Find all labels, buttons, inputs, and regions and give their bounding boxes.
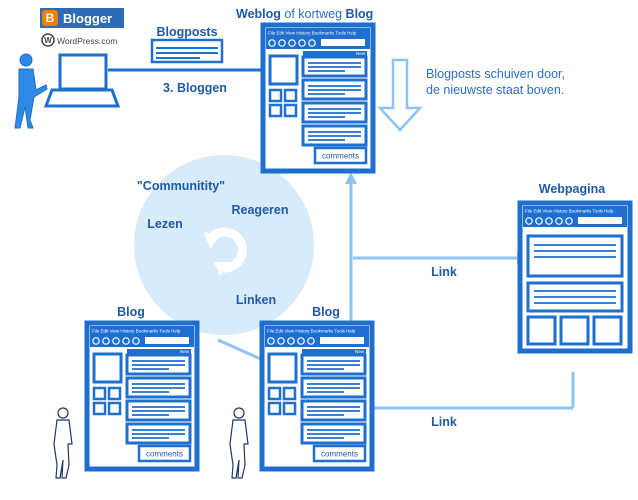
sidebar-thumb <box>107 401 122 416</box>
blog-window-left: File Edit View History Bookmarks Tools H… <box>84 320 200 472</box>
address-bar <box>320 337 364 344</box>
menu-text: File Edit View History Bookmarks Tools H… <box>92 329 181 334</box>
reageren-label: Reageren <box>232 203 289 217</box>
content-tile <box>592 315 623 346</box>
blogposts-label <box>150 38 224 64</box>
webpagina-label: Webpagina <box>539 182 606 196</box>
refresh-icon <box>112 337 120 345</box>
reader-person-right-icon <box>229 407 249 479</box>
new-bar <box>302 349 366 354</box>
connection-lines <box>217 180 575 410</box>
back-icon <box>525 217 533 225</box>
star-icon <box>565 217 573 225</box>
svg-text:Blogger: Blogger <box>63 11 112 26</box>
forward-icon <box>102 337 110 345</box>
back-icon <box>268 39 276 47</box>
sidebar-image <box>268 54 299 86</box>
forward-icon <box>535 217 543 225</box>
menu-bar <box>266 28 370 37</box>
weblog-title: Weblog of kortweg Blog <box>236 7 373 21</box>
shift-text-line1: Blogposts schuiven door, <box>426 67 565 81</box>
link-label-2: Link <box>431 415 457 429</box>
blogposts-text: Blogposts <box>156 25 217 39</box>
blog-window-right: File Edit View History Bookmarks Tools H… <box>259 320 375 472</box>
new-bar <box>303 51 367 56</box>
svg-text:WordPress.com: WordPress.com <box>57 36 117 46</box>
comments-label: comments <box>321 450 358 459</box>
new-tag: New <box>355 349 365 354</box>
home-icon <box>298 39 306 47</box>
linken-label: Linken <box>236 293 276 307</box>
menu-text: File Edit View History Bookmarks Tools H… <box>267 329 356 334</box>
back-icon <box>267 337 275 345</box>
comments-button <box>137 444 192 463</box>
content-block <box>526 234 624 278</box>
forward-icon <box>277 337 285 345</box>
comments-label: comments <box>322 152 359 161</box>
new-bar <box>127 349 191 354</box>
blog-right-label: Blog <box>312 305 340 319</box>
menu-text: File Edit View History Bookmarks Tools H… <box>268 31 357 36</box>
sidebar-thumb <box>268 88 283 103</box>
back-icon <box>92 337 100 345</box>
wordpress-logo: W WordPress.com <box>41 33 117 47</box>
menu-bar <box>265 326 369 335</box>
link-label-1: Link <box>431 265 457 279</box>
svg-text:B: B <box>46 11 55 25</box>
sidebar-thumb <box>92 401 107 416</box>
arrow-up-icon <box>345 172 357 184</box>
star-icon <box>307 337 315 345</box>
content-tile <box>559 315 590 346</box>
down-arrow-icon <box>377 58 423 132</box>
blogger-person-icon <box>14 53 48 129</box>
sidebar-thumb <box>283 103 298 118</box>
content-tile <box>526 315 557 346</box>
menu-bar <box>523 206 627 215</box>
star-icon <box>308 39 316 47</box>
comments-label: comments <box>146 450 183 459</box>
sidebar-image <box>267 352 298 384</box>
sidebar-thumb <box>282 386 297 401</box>
reader-person-left-icon <box>53 407 73 479</box>
sidebar-thumb <box>282 401 297 416</box>
sidebar-thumb <box>92 386 107 401</box>
comments-button <box>312 444 367 463</box>
cycle-arrows-icon <box>204 227 247 276</box>
laptop-icon <box>43 53 121 108</box>
sidebar-thumb <box>268 103 283 118</box>
sidebar-image <box>92 352 123 384</box>
lezen-label: Lezen <box>147 217 182 231</box>
refresh-icon <box>288 39 296 47</box>
refresh-icon <box>287 337 295 345</box>
blog-left-label: Blog <box>117 305 145 319</box>
sidebar-thumb <box>267 401 282 416</box>
new-tag: New <box>356 51 366 56</box>
blog-window-top: File Edit View History Bookmarks Tools H… <box>260 22 376 174</box>
bloggen-text: 3. Bloggen <box>163 81 227 95</box>
address-bar <box>578 217 622 224</box>
menu-bar <box>90 326 194 335</box>
refresh-icon <box>545 217 553 225</box>
svg-text:W: W <box>44 36 52 45</box>
home-icon <box>297 337 305 345</box>
sidebar-thumb <box>107 386 122 401</box>
blogger-logo: B Blogger <box>40 8 124 28</box>
address-bar <box>321 39 365 46</box>
community-label: "Communitity" <box>137 179 225 193</box>
home-icon <box>122 337 130 345</box>
community-circle <box>134 155 314 335</box>
comments-button <box>313 146 368 165</box>
address-bar <box>145 337 189 344</box>
sidebar-thumb <box>283 88 298 103</box>
new-tag: New <box>180 349 190 354</box>
home-icon <box>555 217 563 225</box>
star-icon <box>132 337 140 345</box>
webpage-window: File Edit View History Bookmarks Tools H… <box>517 200 633 354</box>
menu-text: File Edit View History Bookmarks Tools H… <box>525 209 614 214</box>
shift-text-line2: de nieuwste staat boven. <box>426 83 564 97</box>
sidebar-thumb <box>267 386 282 401</box>
forward-icon <box>278 39 286 47</box>
